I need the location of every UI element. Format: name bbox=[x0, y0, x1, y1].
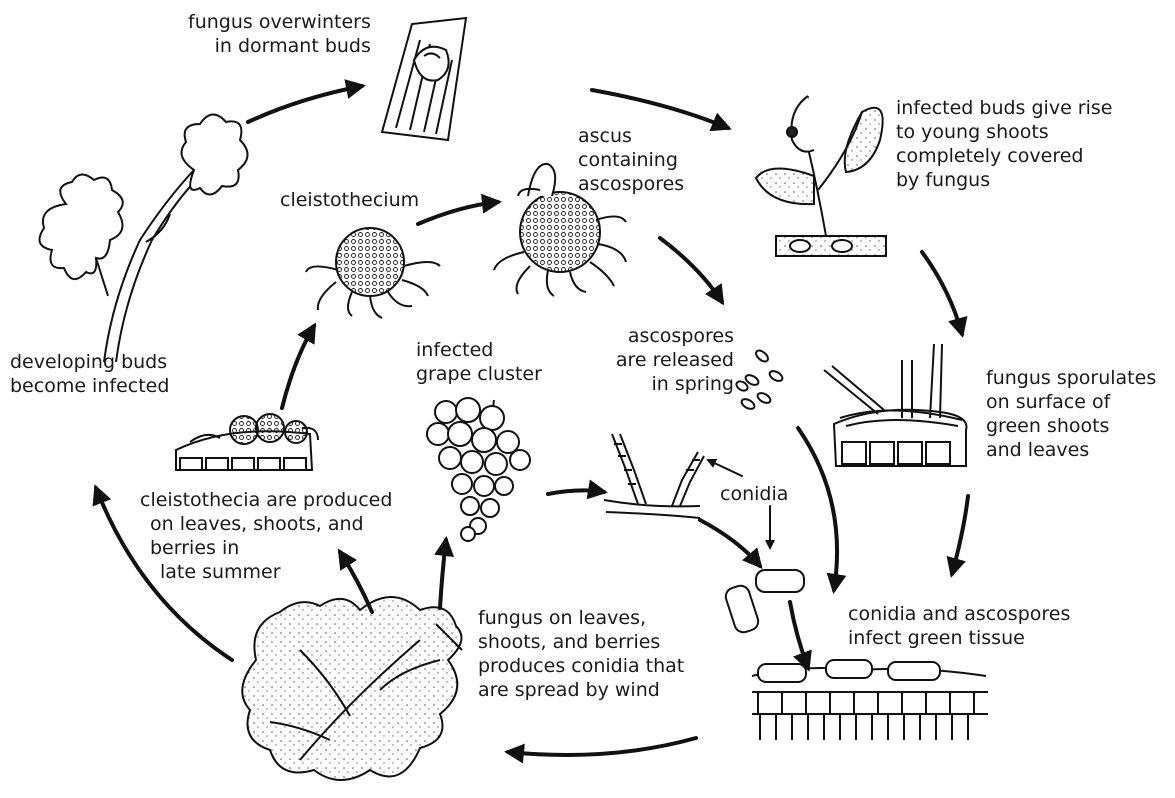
released-ascospores-illustration bbox=[735, 348, 784, 411]
label-conidia: conidia bbox=[720, 482, 788, 506]
label-fungus-sporulates: fungus sporulates on surface of green sh… bbox=[986, 366, 1156, 462]
label-developing-buds: developing buds become infected bbox=[10, 350, 169, 398]
label-grape-cluster: infected grape cluster bbox=[416, 338, 542, 386]
label-line: ascus bbox=[578, 124, 684, 148]
arrow-ascus-to-ascospores bbox=[660, 238, 722, 302]
arrow-hyphae-to-spores bbox=[700, 520, 760, 566]
label-line: infect green tissue bbox=[848, 626, 1070, 650]
label-line: conidia and ascospores bbox=[848, 602, 1070, 626]
label-cleistothecium: cleistothecium bbox=[280, 188, 419, 212]
label-line: completely covered bbox=[896, 144, 1112, 168]
label-line: conidia bbox=[720, 482, 788, 506]
label-fungus-overwinters: fungus overwinters in dormant buds bbox=[188, 10, 371, 58]
sporulation-illustration bbox=[824, 344, 966, 466]
label-line: ascospores bbox=[598, 324, 734, 348]
arrow-spores-to-tissue bbox=[790, 602, 808, 668]
label-line: fungus sporulates bbox=[986, 366, 1156, 390]
label-ascus: ascus containing ascospores bbox=[578, 124, 684, 196]
arrow-grapes-to-conidia bbox=[548, 490, 604, 494]
arrow-bud-to-shoot bbox=[592, 90, 728, 128]
label-line: green shoots bbox=[986, 414, 1156, 438]
label-line: fungus on leaves, bbox=[478, 606, 684, 630]
infected-shoot-illustration bbox=[756, 96, 886, 256]
conidia-hyphae-illustration bbox=[604, 434, 704, 518]
arrow-sporulation-to-infect bbox=[952, 496, 968, 574]
cleistothecia-on-leaves-illustration bbox=[176, 414, 318, 470]
label-line: and leaves bbox=[986, 438, 1156, 462]
label-line: in dormant buds bbox=[188, 34, 371, 58]
label-line: ascospores bbox=[578, 172, 684, 196]
label-line: by fungus bbox=[896, 168, 1112, 192]
label-line: become infected bbox=[10, 374, 169, 398]
arrow-mat-to-cleistothecium bbox=[282, 326, 314, 408]
arrow-infect-to-leaf bbox=[508, 738, 696, 755]
label-line: to young shoots bbox=[896, 120, 1112, 144]
arrow-buds-to-bud bbox=[248, 86, 362, 122]
label-line: are spread by wind bbox=[478, 678, 684, 702]
label-line: shoots, and berries bbox=[478, 630, 684, 654]
label-line: infected bbox=[416, 338, 542, 362]
grape-cluster-illustration bbox=[427, 398, 530, 541]
infected-leaf-illustration bbox=[242, 597, 462, 780]
label-line: are released bbox=[598, 348, 734, 372]
label-spread-by-wind: fungus on leaves, shoots, and berries pr… bbox=[478, 606, 684, 702]
developing-shoot-illustration bbox=[40, 114, 248, 362]
label-line: berries in bbox=[140, 536, 392, 560]
label-line: on surface of bbox=[986, 390, 1156, 414]
dormant-bud-illustration bbox=[382, 18, 466, 140]
label-line: cleistothecium bbox=[280, 188, 419, 212]
label-line: on leaves, shoots, and bbox=[140, 512, 392, 536]
label-line: infected buds give rise bbox=[896, 96, 1112, 120]
label-line: fungus overwinters bbox=[188, 10, 371, 34]
label-conidia-infect: conidia and ascospores infect green tiss… bbox=[848, 602, 1070, 650]
label-infected-buds: infected buds give rise to young shoots … bbox=[896, 96, 1112, 192]
label-line: produces conidia that bbox=[478, 654, 684, 678]
label-line: grape cluster bbox=[416, 362, 542, 386]
label-line: cleistothecia are produced bbox=[140, 488, 392, 512]
label-line: late summer bbox=[140, 560, 392, 584]
arrow-shoot-to-sporulation bbox=[922, 252, 962, 334]
label-line: in spring bbox=[598, 372, 734, 396]
infected-tissue-illustration bbox=[752, 660, 988, 740]
label-line: developing buds bbox=[10, 350, 169, 374]
arrow-cleisto-to-ascus bbox=[418, 202, 498, 224]
label-line: containing bbox=[578, 148, 684, 172]
label-ascospores-released: ascospores are released in spring bbox=[598, 324, 734, 396]
label-cleistothecia-produced: cleistothecia are produced on leaves, sh… bbox=[140, 488, 392, 584]
cleistothecium-illustration bbox=[306, 228, 440, 318]
arrow-conidia-pointer-up bbox=[708, 460, 742, 476]
arrow-leaf-to-grapes bbox=[440, 540, 446, 608]
arrow-ascospores-to-infect bbox=[798, 428, 837, 590]
